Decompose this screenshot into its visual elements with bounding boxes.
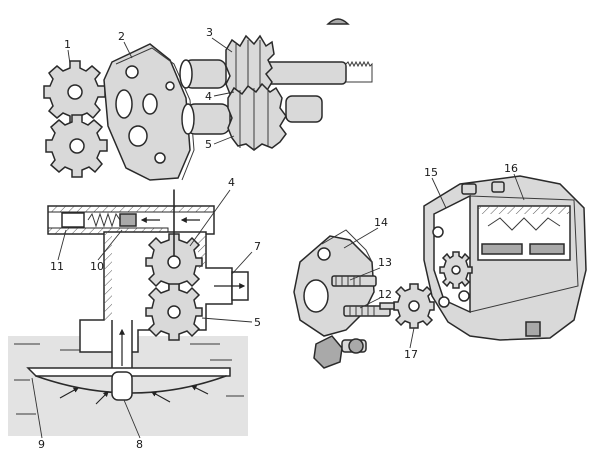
small-gear-lower: [45, 114, 108, 178]
pump-cover-plate: [103, 43, 195, 181]
label-12: 12: [378, 288, 392, 301]
driving-gear: [145, 233, 203, 291]
label-2: 2: [118, 30, 125, 43]
label-13: 13: [378, 256, 392, 269]
label-16: 16: [504, 162, 518, 175]
idler-gear: [379, 283, 435, 329]
label-14: 14: [374, 216, 388, 229]
label-4-cut: 4: [228, 176, 235, 189]
small-gear-upper: [43, 60, 106, 124]
label-11: 11: [50, 260, 64, 273]
schematic-cutaway: [8, 189, 249, 436]
label-7: 7: [254, 240, 261, 253]
mounting-bolt-lower: [313, 305, 391, 369]
pickup-float: [111, 371, 133, 401]
label-5-top: 5: [205, 138, 212, 151]
label-8: 8: [136, 438, 143, 451]
exploded-top-group: [43, 18, 373, 181]
relief-ball-seat: [119, 213, 137, 227]
valve-plug: [61, 212, 85, 228]
pump-assembly-right: [293, 175, 587, 369]
label-10: 10: [90, 260, 104, 273]
label-1: 1: [64, 38, 71, 51]
relief-spring: [87, 212, 121, 228]
label-4-top: 4: [205, 90, 212, 103]
mounting-bolt-upper: [331, 275, 377, 287]
label-15: 15: [424, 166, 438, 179]
label-3: 3: [206, 26, 213, 39]
driven-gear: [145, 283, 203, 341]
driven-shaft-lower: [181, 82, 323, 151]
label-17: 17: [404, 348, 418, 361]
label-5-cut: 5: [254, 316, 261, 329]
label-9: 9: [38, 438, 45, 451]
